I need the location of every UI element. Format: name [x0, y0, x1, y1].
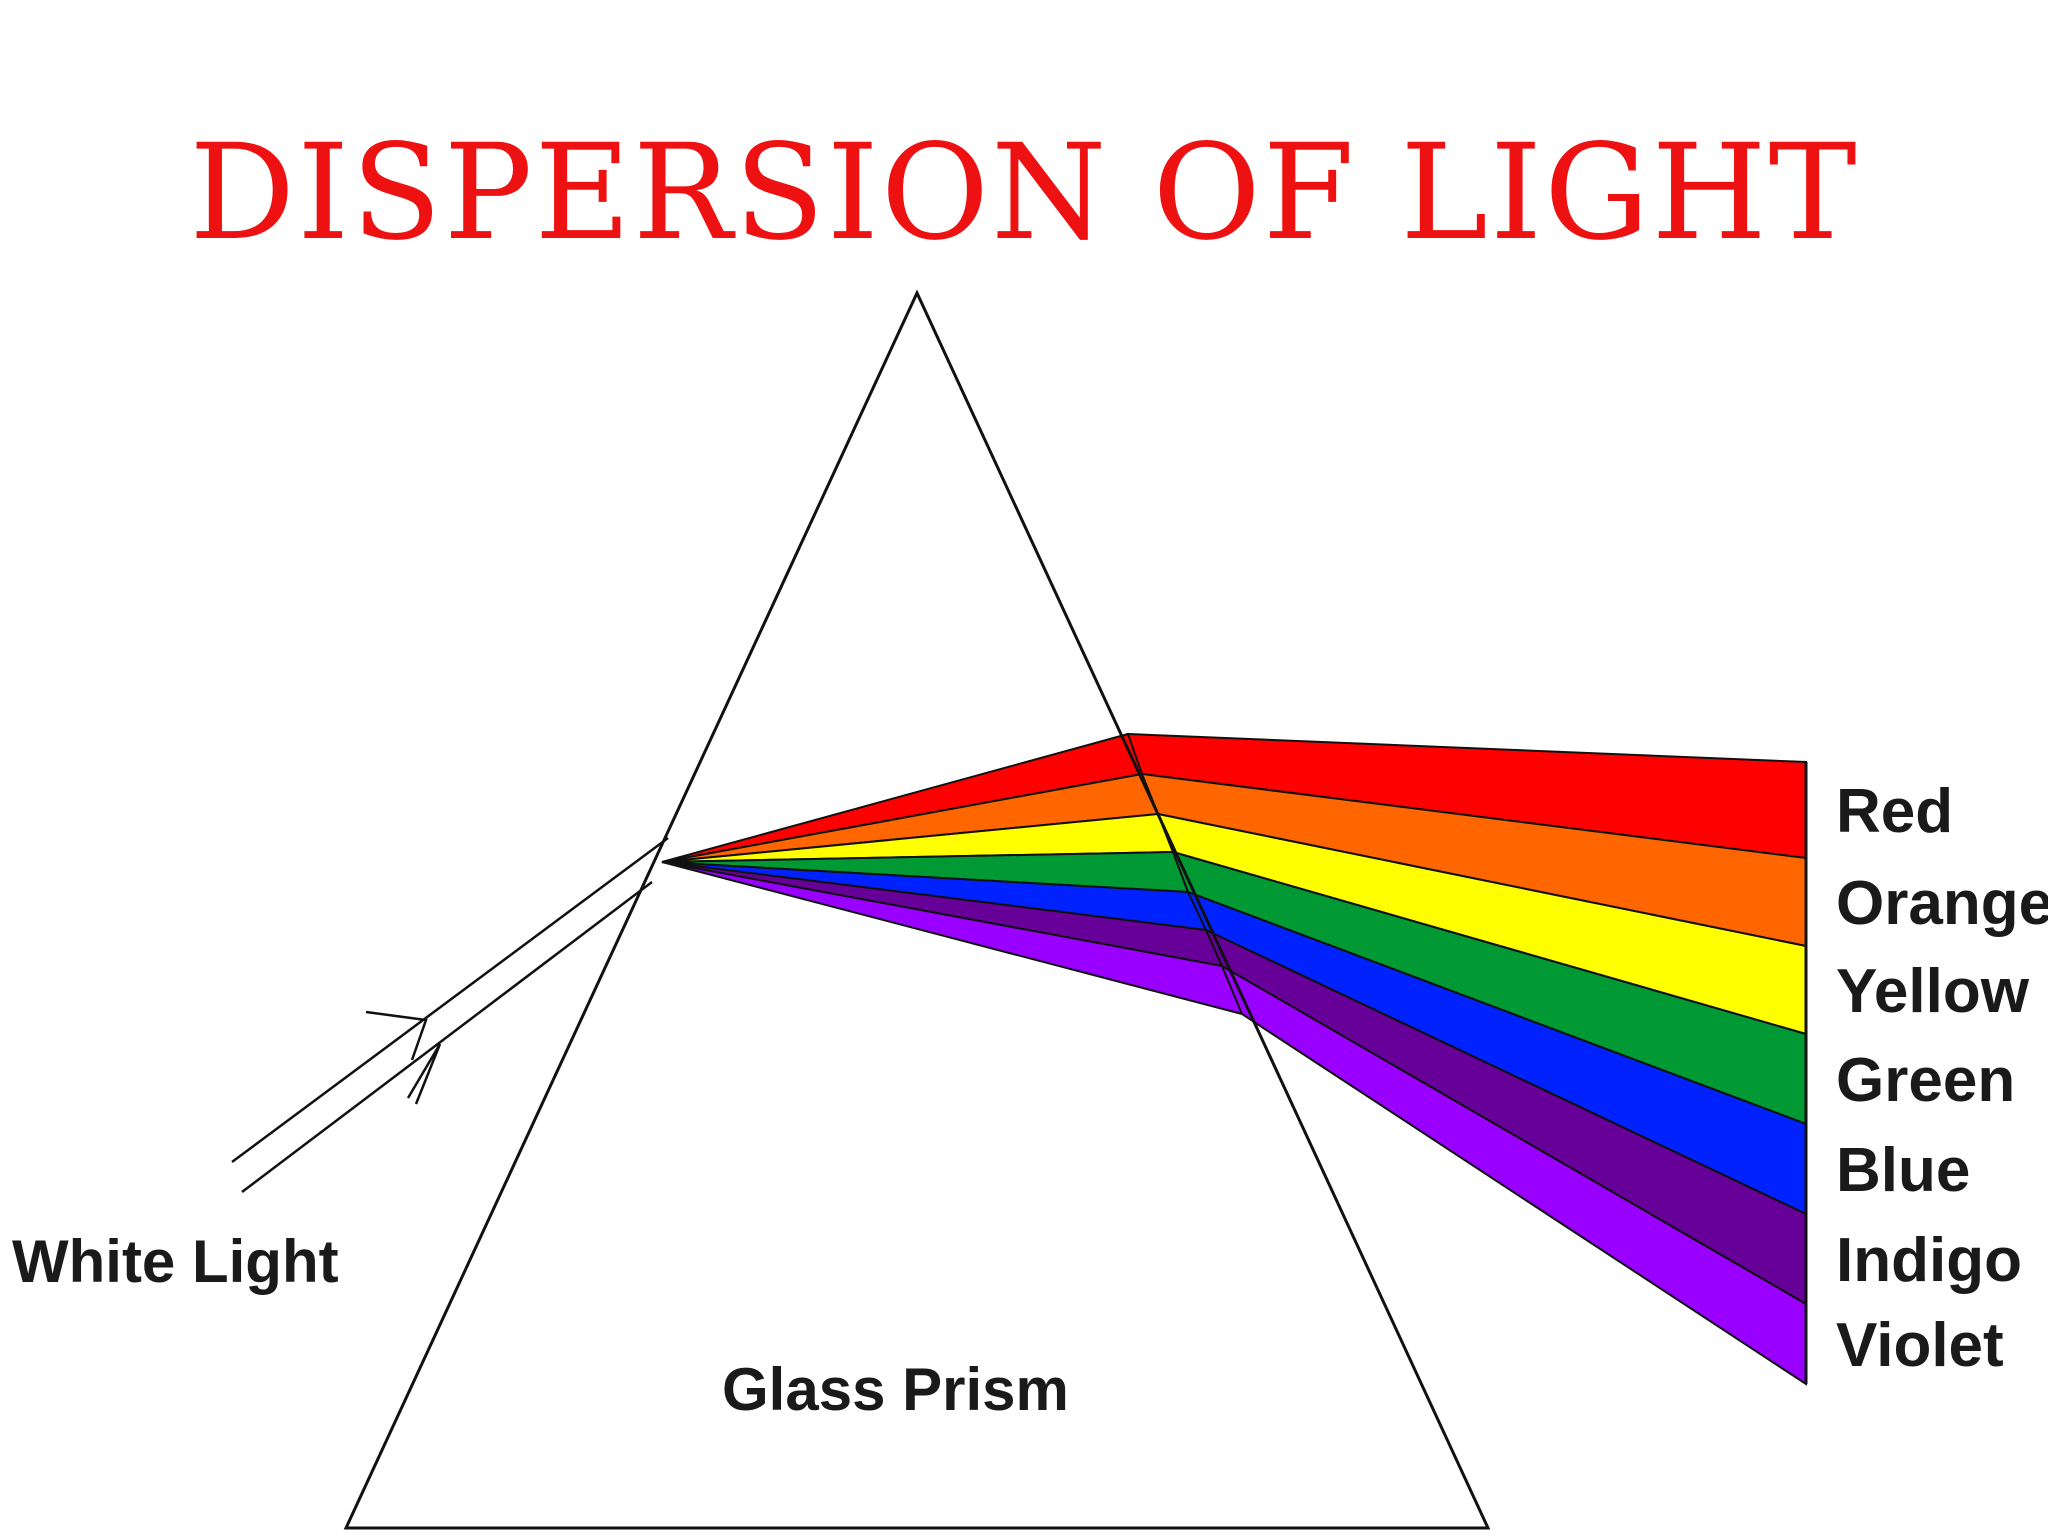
outer-spectrum-fan [1126, 732, 1808, 1386]
spectrum-label-indigo: Indigo [1836, 1226, 2022, 1295]
glass-prism-label: Glass Prism [722, 1356, 1069, 1423]
arrowhead-lower-icon [406, 1043, 442, 1105]
spectrum-label-yellow: Yellow [1836, 957, 2030, 1026]
white-light-ray-upper [231, 836, 669, 1164]
glass-prism-outline [343, 289, 1491, 1530]
white-light-label: White Light [12, 1228, 339, 1295]
spectrum-label-red: Red [1836, 777, 1953, 846]
white-light-rays [231, 836, 669, 1193]
page-title: DISPERSION OF LIGHT [189, 116, 1859, 270]
spectrum-label-orange: Orange [1836, 869, 2048, 938]
spectrum-label-blue: Blue [1836, 1136, 1970, 1205]
white-light-ray-lower [241, 881, 653, 1193]
spectrum-label-green: Green [1836, 1046, 2015, 1115]
spectrum-label-violet: Violet [1836, 1311, 2004, 1380]
arrowhead-upper-icon [365, 1010, 428, 1061]
